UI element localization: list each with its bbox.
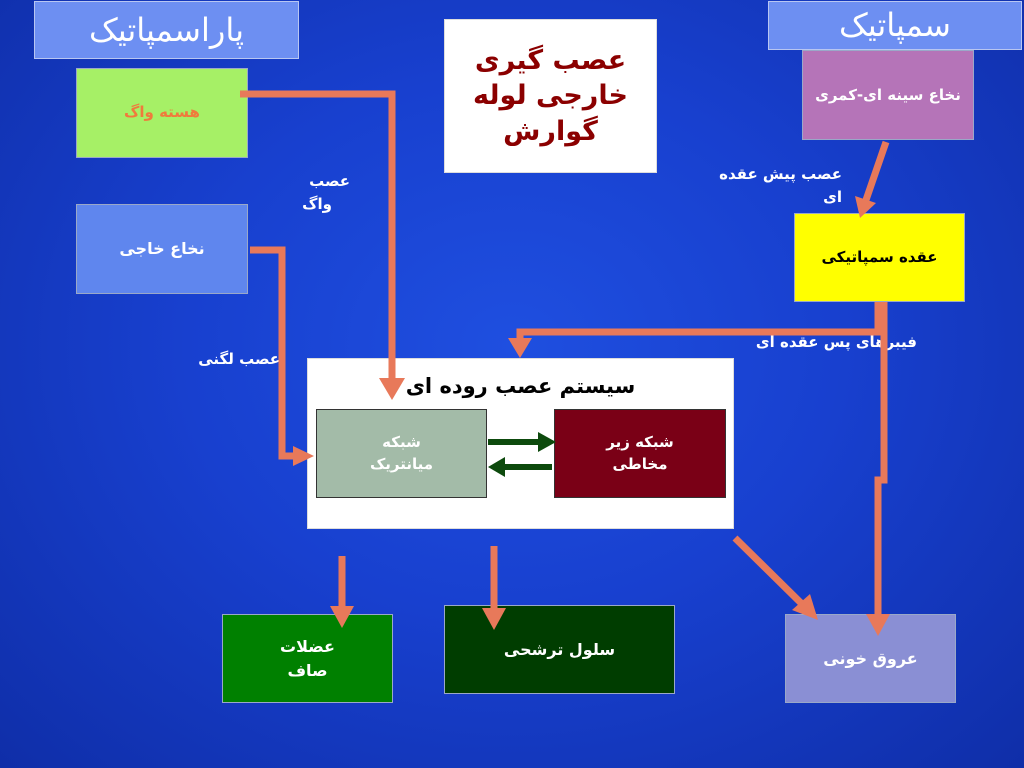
preganglionic-label-line-1: عصب پیش عقده (719, 165, 842, 183)
thoracolumbar-spinal-text: نخاع سینه ای-کمری (815, 86, 961, 104)
title-line-1: عصب گیری (474, 45, 627, 77)
blood-vessels-box: عروق خونی (785, 614, 956, 703)
myenteric-plexus-box: شبکه میانتریک (316, 409, 487, 498)
secretory-cell-box: سلول ترشحی (444, 605, 675, 694)
smooth-muscle-line-1: عضلات (280, 637, 335, 657)
myenteric-plexus-line-1: شبکه (382, 432, 421, 451)
enteric-to-vessels-arrow (732, 535, 805, 607)
title-line-2: خارجی لوله (473, 80, 628, 112)
pelvic-nerve-label-text: عصب لگنی (198, 350, 280, 368)
sacral-spinal-box: نخاع خاجی (76, 204, 248, 294)
smooth-muscle-box: عضلات صاف (222, 614, 393, 703)
vagus-nerve-label-line-1: عصب (309, 172, 350, 190)
sympathetic-header-text: سمپاتیک (839, 6, 951, 45)
vagus-nerve-arrow (240, 90, 396, 380)
vagus-nucleus-box: هسته واگ (76, 68, 248, 158)
thoracolumbar-spinal-box: نخاع سینه ای-کمری (802, 50, 974, 140)
vagus-nerve-label: عصب واگ (290, 170, 350, 217)
arrowhead-postganglionic-enteric (508, 338, 532, 358)
postganglionic-label-text: فیبرهای پس عقده ای (755, 333, 917, 351)
sympathetic-header: سمپاتیک (768, 1, 1022, 50)
parasympathetic-header-text: پاراسمپاتیک (89, 10, 244, 49)
postganglionic-fibers-label: فیبرهای پس عقده ای (735, 331, 917, 354)
vagus-nerve-label-line-2: واگ (302, 195, 332, 214)
secretory-cell-text: سلول ترشحی (503, 639, 616, 659)
enteric-system-title: سیستم عصب روده ای (405, 374, 636, 398)
myenteric-plexus-line-2: میانتریک (369, 454, 434, 473)
title-line-3: گوارش (503, 115, 598, 147)
sympathetic-ganglion-text: عقده سمپاتیکی (821, 247, 938, 266)
submucosal-plexus-line-2: مخاطی (612, 454, 668, 473)
blood-vessels-text: عروق خونی (823, 648, 918, 668)
vagus-nucleus-text: هسته واگ (124, 103, 200, 122)
pelvic-nerve-label: عصب لگنی (178, 348, 280, 371)
submucosal-plexus-line-1: شبکه زیر (606, 432, 674, 451)
parasympathetic-header: پاراسمپاتیک (34, 1, 299, 59)
sacral-spinal-text: نخاع خاجی (119, 239, 205, 259)
preganglionic-label-line-2: ای (823, 188, 842, 207)
preganglionic-nerve-label: عصب پیش عقده ای (700, 163, 842, 210)
submucosal-plexus-box: شبکه زیر مخاطی (554, 409, 726, 498)
preganglionic-arrow (862, 140, 890, 202)
smooth-muscle-line-2: صاف (287, 660, 328, 680)
title-box: عصب گیری خارجی لوله گوارش (444, 19, 657, 173)
sympathetic-ganglion-box: عقده سمپاتیکی (794, 213, 965, 302)
